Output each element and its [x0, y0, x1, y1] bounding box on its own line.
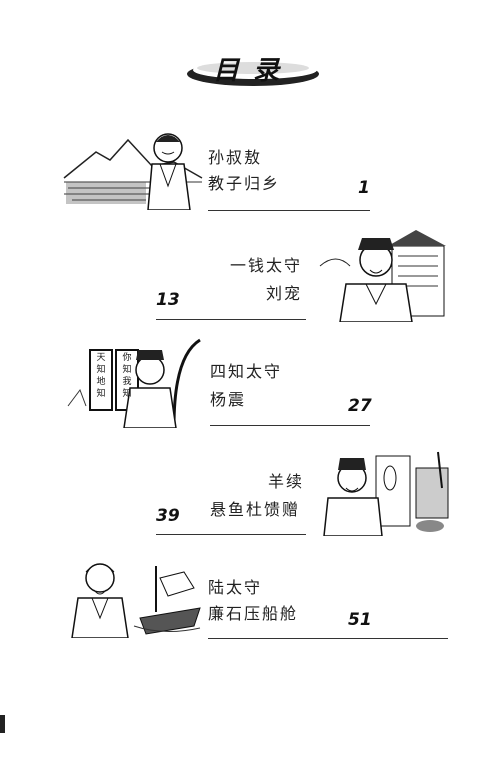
- entry-title-line1: 羊续: [267, 472, 304, 491]
- entry-title-line1: 陆太守: [208, 578, 263, 597]
- entry-rule: [210, 425, 370, 426]
- scroll-left-text: 天知地知: [96, 353, 106, 399]
- official-with-hanging-fish-icon: [323, 451, 449, 536]
- official-with-palace-icon: [319, 230, 446, 322]
- page-number: 27: [348, 396, 372, 416]
- mountain-landscape-scholar-icon: [63, 133, 203, 210]
- header-banner-icon: [187, 61, 319, 86]
- entry-rule: [156, 319, 306, 320]
- contents-header: 目录: [183, 46, 323, 90]
- page-title: 目录: [212, 56, 293, 86]
- entry-title-line2: 杨震: [210, 390, 247, 409]
- scroll-right-text: 你知我知: [122, 353, 132, 399]
- entry-title-line2: 教子归乡: [208, 174, 281, 193]
- entry-title-line1: 四知太守: [210, 362, 283, 381]
- entry-title-line2: 刘宠: [265, 284, 302, 303]
- page-number: 1: [358, 178, 370, 198]
- page-number: 51: [348, 610, 372, 630]
- elder-with-boat-icon: [71, 563, 201, 638]
- entry-rule: [208, 210, 370, 211]
- page-number: 13: [156, 290, 180, 310]
- page-edge-mark: [0, 715, 5, 733]
- entry-title-line1: 一钱太守: [229, 256, 302, 275]
- entry-rule: [156, 534, 306, 535]
- entry-title-line2: 廉石压船舱: [208, 604, 299, 623]
- entry-title-line1: 孙叔敖: [208, 148, 263, 167]
- entry-title-line2: 悬鱼杜馈赠: [210, 500, 301, 519]
- page-number: 39: [156, 506, 180, 526]
- official-with-scrolls-icon: [67, 338, 201, 428]
- entry-rule: [208, 638, 448, 639]
